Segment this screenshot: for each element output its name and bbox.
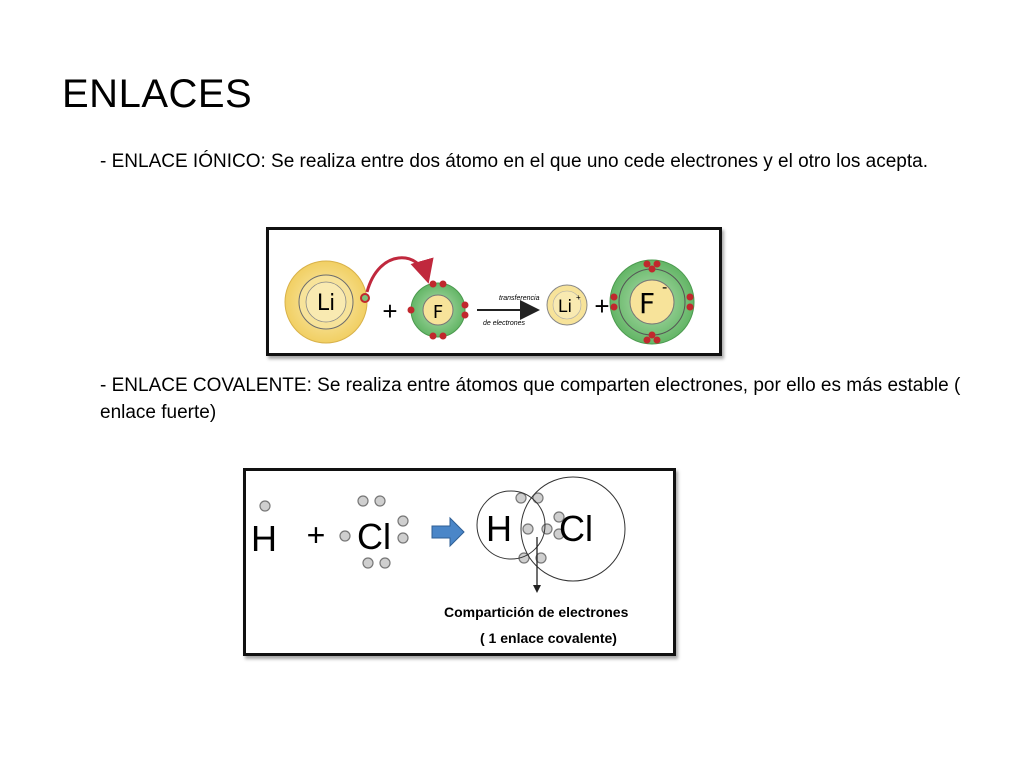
plus-sign-2: + <box>594 291 609 321</box>
plus-sign-covalent: + <box>307 517 326 553</box>
fluorine-atom: F <box>407 280 469 340</box>
plus-sign: + <box>382 296 397 326</box>
h-orbital <box>476 490 546 560</box>
lithium-ion: Li + <box>546 284 588 326</box>
atom-symbol-li: Li <box>317 291 335 316</box>
reaction-arrow-blue <box>431 516 465 548</box>
ion-symbol-li: Li <box>558 297 572 317</box>
cl-orbital <box>520 476 626 582</box>
transfer-arrow-group: transferencia de electrones <box>477 295 540 327</box>
electron <box>259 500 271 512</box>
ionic-bond-paragraph: - ENLACE IÓNICO: Se realiza entre dos át… <box>100 151 928 172</box>
transfer-label-2: de electrones <box>483 320 526 327</box>
electron-transfer-arrow <box>365 256 434 293</box>
product-atom-h: H <box>486 508 512 549</box>
ion-charge-f: - <box>662 279 667 296</box>
covalent-bond-diagram: H + Cl H Cl Compartición de electrones (… <box>243 468 676 656</box>
atom-symbol-f: F <box>433 302 443 323</box>
fluoride-ion: F - <box>609 259 695 345</box>
slide-title: ENLACES <box>62 72 253 116</box>
covalent-bond-paragraph: - ENLACE COVALENTE: Se realiza entre áto… <box>100 375 961 423</box>
lithium-atom: Li <box>284 260 370 344</box>
product-atom-cl: Cl <box>559 508 593 549</box>
ionic-bond-diagram: Li + F transferencia de electrones Li + <box>266 227 722 356</box>
ionic-diagram-svg: Li + F transferencia de electrones Li + <box>284 256 695 345</box>
ion-charge-li: + <box>576 293 581 302</box>
atom-h: H <box>251 518 277 559</box>
transferred-electron <box>360 293 370 303</box>
caption-line-1: Compartición de electrones <box>444 604 629 620</box>
transfer-label-1: transferencia <box>499 295 540 302</box>
ion-symbol-f: F <box>639 287 655 320</box>
pointer-arrowhead <box>533 585 541 593</box>
shared-electron-cl <box>522 523 534 535</box>
covalent-diagram-svg: H + Cl H Cl Compartición de electrones (… <box>251 476 629 646</box>
caption-line-2: ( 1 enlace covalente) <box>480 630 617 646</box>
atom-cl: Cl <box>357 516 391 557</box>
